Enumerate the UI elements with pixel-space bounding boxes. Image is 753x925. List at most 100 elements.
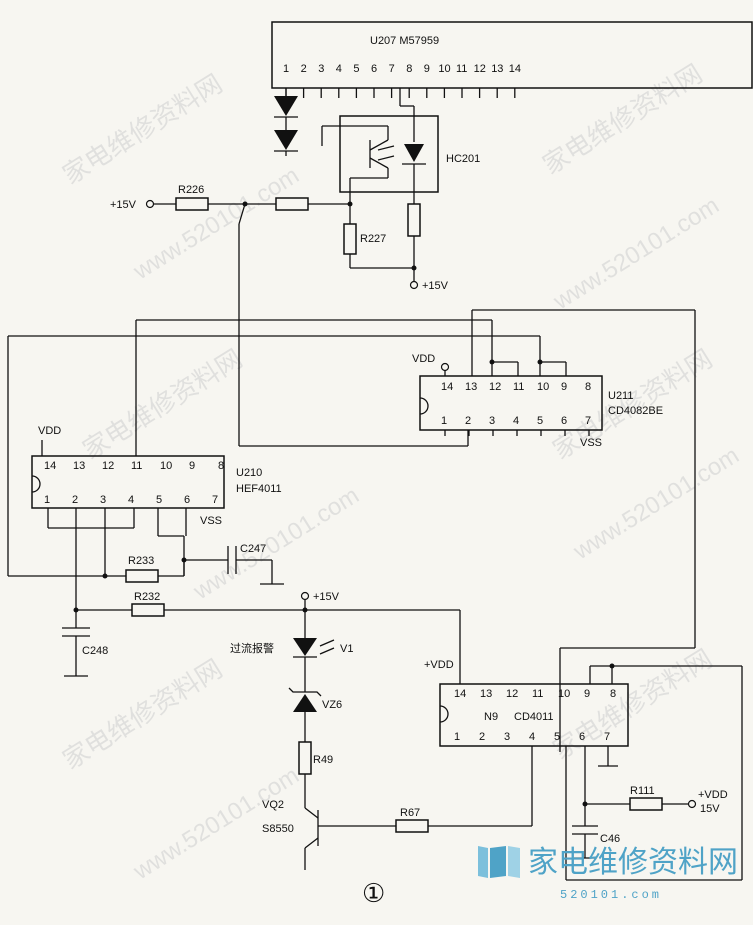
u210-pin-label: 9 bbox=[189, 460, 195, 472]
u211-pin-label: 12 bbox=[489, 381, 501, 393]
u211-pin-label: 13 bbox=[465, 381, 477, 393]
supply-15v-led: +15V bbox=[313, 591, 340, 603]
u210-pin-label: 4 bbox=[128, 494, 134, 506]
u210-pin-label: 13 bbox=[73, 460, 85, 472]
hc201-optocoupler: HC201 bbox=[321, 115, 480, 204]
u211-pin-label: 6 bbox=[561, 415, 567, 427]
u207-pin-label: 13 bbox=[491, 63, 503, 75]
n9-part: CD4011 bbox=[514, 711, 554, 723]
u210-pin-label: 10 bbox=[160, 460, 172, 472]
u207-pin-label: 9 bbox=[424, 63, 430, 75]
u207-pin-label: 12 bbox=[474, 63, 486, 75]
u207-pin-label: 8 bbox=[406, 63, 412, 75]
u211-pin-label: 2 bbox=[465, 415, 471, 427]
watermark-cn: 家电维修资料网 bbox=[538, 59, 708, 181]
r227-label: R227 bbox=[360, 233, 386, 245]
u210-pin-label: 14 bbox=[44, 460, 56, 472]
u207-pin-label: 6 bbox=[371, 63, 377, 75]
site-logo: 家电维修资料网 520101.com bbox=[478, 845, 738, 902]
u211-vdd: VDD bbox=[412, 353, 435, 365]
r67-label: R67 bbox=[400, 807, 420, 819]
watermark-cn: 家电维修资料网 bbox=[78, 344, 248, 466]
r111-supply-val: 15V bbox=[700, 803, 720, 815]
figure-number: ① bbox=[362, 879, 385, 909]
vz6-label: VZ6 bbox=[322, 699, 342, 711]
logo-url: 520101.com bbox=[560, 888, 662, 902]
n9-pin-label: 2 bbox=[479, 731, 485, 743]
u207-pin-label: 5 bbox=[353, 63, 359, 75]
r49-label: R49 bbox=[313, 754, 333, 766]
u211-pin-label: 1 bbox=[441, 415, 447, 427]
watermark-url: www.520101.com bbox=[128, 162, 304, 286]
watermark-cn: 家电维修资料网 bbox=[58, 654, 228, 776]
u210-pin-label: 11 bbox=[131, 460, 142, 472]
n9-pin-label: 14 bbox=[454, 688, 466, 700]
supply-15v-left: +15V bbox=[110, 199, 137, 211]
n9-pin-label: 7 bbox=[604, 731, 610, 743]
u211-pin-label: 7 bbox=[585, 415, 591, 427]
alarm-label: 过流报警 bbox=[230, 641, 274, 655]
u210-pin-label: 5 bbox=[156, 494, 162, 506]
r111-label: R111 bbox=[630, 785, 655, 797]
n9-pin-label: 6 bbox=[579, 731, 585, 743]
n9-pin-label: 10 bbox=[558, 688, 570, 700]
u210-pin-label: 7 bbox=[212, 494, 218, 506]
n9-pin-label: 12 bbox=[506, 688, 518, 700]
watermark-url: www.520101.com bbox=[568, 442, 744, 566]
n9-supply: +VDD bbox=[424, 659, 454, 671]
diode-stack bbox=[274, 88, 298, 156]
u210-pin-label: 3 bbox=[100, 494, 106, 506]
u207-pin-label: 10 bbox=[438, 63, 450, 75]
n9-pin-label: 4 bbox=[529, 731, 535, 743]
u207-pin-label: 2 bbox=[301, 63, 307, 75]
r226-branch: +15V R226 R227 +15V bbox=[110, 184, 449, 292]
u210-pin-label: 8 bbox=[218, 460, 224, 472]
v1-label: V1 bbox=[340, 643, 353, 655]
u211-pin-label: 10 bbox=[537, 381, 549, 393]
n9-pin-label: 3 bbox=[504, 731, 510, 743]
n9-pin-label: 13 bbox=[480, 688, 492, 700]
n9-pin-label: 9 bbox=[584, 688, 590, 700]
u211-pin-label: 5 bbox=[537, 415, 543, 427]
u210-pin-label: 12 bbox=[102, 460, 114, 472]
r226-label: R226 bbox=[178, 184, 204, 196]
r233-label: R233 bbox=[128, 555, 154, 567]
u210-vss: VSS bbox=[200, 515, 222, 527]
u211-name: U211 bbox=[608, 390, 633, 402]
n9-pin-label: 5 bbox=[554, 731, 560, 743]
c46-label: C46 bbox=[600, 833, 620, 845]
u210-pin-label: 6 bbox=[184, 494, 190, 506]
watermark-cn: 家电维修资料网 bbox=[548, 644, 718, 766]
u210-part: HEF4011 bbox=[236, 483, 282, 495]
u211-pin-label: 9 bbox=[561, 381, 567, 393]
c248-label: C248 bbox=[82, 645, 108, 657]
u211-part: CD4082BE bbox=[608, 405, 663, 417]
r111-supply: +VDD bbox=[698, 789, 728, 801]
u207-pin-label: 7 bbox=[389, 63, 395, 75]
u211-pin-label: 3 bbox=[489, 415, 495, 427]
u207-pin-label: 11 bbox=[456, 63, 467, 75]
n9-pin-label: 8 bbox=[610, 688, 616, 700]
u211-pin-label: 4 bbox=[513, 415, 519, 427]
u211-pin-label: 11 bbox=[513, 381, 524, 393]
u210-pin-label: 1 bbox=[44, 494, 50, 506]
hc201-label: HC201 bbox=[446, 153, 480, 165]
watermark-layer: 家电维修资料网 家电维修资料网 家电维修资料网 家电维修资料网 家电维修资料网 … bbox=[58, 59, 744, 886]
vq2-label: VQ2 bbox=[262, 799, 284, 811]
watermark-cn: 家电维修资料网 bbox=[58, 69, 228, 191]
n9-pin-label: 1 bbox=[454, 731, 460, 743]
u211-pin-label: 8 bbox=[585, 381, 591, 393]
n9-name: N9 bbox=[484, 711, 498, 723]
logo-text: 家电维修资料网 bbox=[528, 845, 738, 880]
r232-label: R232 bbox=[134, 591, 160, 603]
u207-pin-label: 4 bbox=[336, 63, 342, 75]
u210-vdd: VDD bbox=[38, 425, 61, 437]
watermark-url: www.520101.com bbox=[548, 192, 724, 316]
u211-vss: VSS bbox=[580, 437, 602, 449]
u207-label: U207 M57959 bbox=[370, 35, 439, 47]
n9-pin-label: 11 bbox=[532, 688, 543, 700]
